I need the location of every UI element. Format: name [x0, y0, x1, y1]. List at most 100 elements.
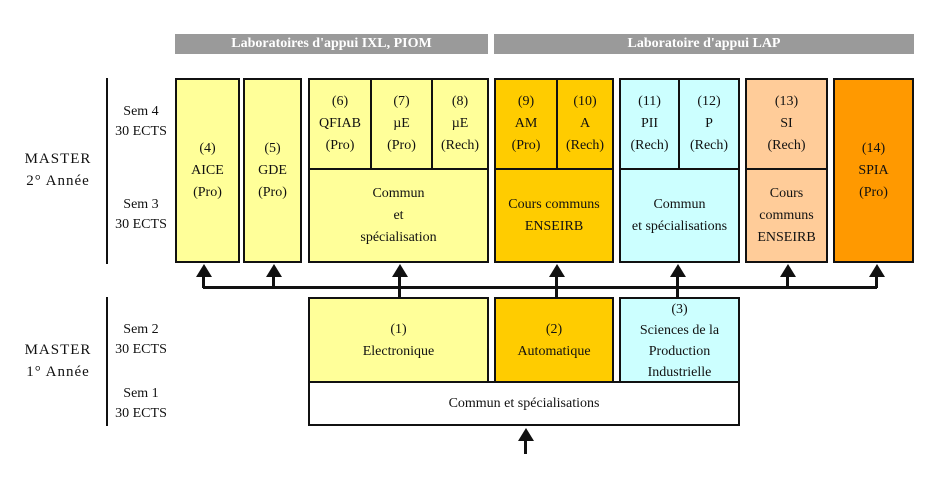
box-5-gde: (5) GDE (Pro)	[243, 78, 302, 263]
box-8-number: (8)	[451, 94, 469, 109]
sem4-text: Sem 4	[123, 104, 159, 119]
connector-bus	[203, 286, 877, 289]
connector-stem-right	[875, 276, 878, 288]
box-14-type: (Pro)	[859, 184, 888, 200]
box-6-number: (6)	[331, 94, 349, 109]
box-6-name: QFIAB	[318, 116, 361, 131]
entry-arrow-stem	[524, 440, 527, 454]
box-3-line2: Production	[648, 344, 711, 359]
box-11-name: PII	[640, 116, 659, 131]
box-10-number: (10)	[573, 94, 597, 109]
box-7-micro-e: (7) µE (Pro)	[370, 78, 433, 170]
sem4-ects: 30 ECTS	[115, 124, 167, 139]
sem2-label: Sem 2 30 ECTS	[108, 320, 174, 360]
box-8-type: (Rech)	[440, 138, 480, 153]
arrow-up-icon	[549, 264, 565, 277]
box-2-automatique: (2) Automatique	[494, 297, 614, 383]
sem1-common-text: Commun et spécialisations	[448, 395, 600, 411]
box-13-number: (13)	[774, 94, 799, 109]
box-10-type: (Rech)	[565, 138, 605, 153]
box-14-number: (14)	[861, 140, 886, 156]
sem2-ects: 30 ECTS	[115, 342, 167, 357]
box-11-number: (11)	[638, 94, 661, 109]
cours-b-line2: communs	[759, 207, 814, 223]
box-2-number: (2)	[545, 322, 563, 337]
arrow-up-icon	[869, 264, 885, 277]
commun-line1: Commun	[372, 185, 425, 201]
arrow-up-icon	[266, 264, 282, 277]
box-14-name: SPIA	[858, 162, 889, 178]
box-13-type: (Rech)	[767, 138, 806, 153]
connector-stem-left	[202, 276, 205, 288]
sem1-ects: 30 ECTS	[115, 406, 167, 421]
connector-stem-si	[786, 276, 789, 288]
box-6-type: (Pro)	[325, 138, 355, 153]
commun-line2: et	[393, 207, 404, 223]
box-1-electronique: (1) Electronique	[308, 297, 489, 383]
box-7-type: (Pro)	[387, 138, 416, 153]
box-9-type: (Pro)	[511, 138, 541, 153]
connector-stem-mid	[398, 276, 401, 298]
box-4-number: (4)	[199, 140, 216, 156]
box-11-pii: (11) PII (Rech)	[619, 78, 680, 170]
arrow-up-icon	[780, 264, 796, 277]
connector-stem-gde	[272, 276, 275, 288]
master1-label: MASTER 1° Année	[10, 339, 106, 383]
box-11-type: (Rech)	[630, 138, 669, 153]
box-7-number: (7)	[393, 94, 410, 109]
box-10-name: A	[579, 116, 591, 131]
sem1-text: Sem 1	[123, 386, 159, 401]
box-6-qfiab: (6) QFIAB (Pro)	[308, 78, 372, 170]
box-4-aice: (4) AICE (Pro)	[175, 78, 240, 263]
box-5-number: (5)	[264, 140, 281, 156]
box-8-micro-e-rech: (8) µE (Rech)	[431, 78, 489, 170]
box-12-p: (12) P (Rech)	[678, 78, 740, 170]
master1-divider	[106, 297, 108, 426]
box-5-type: (Pro)	[258, 184, 287, 200]
box-1-name: Electronique	[362, 344, 435, 359]
box-13-si: (13) SI (Rech)	[745, 78, 828, 170]
box-12-type: (Rech)	[689, 138, 729, 153]
arrow-up-icon	[518, 428, 534, 441]
sem4-label: Sem 4 30 ECTS	[108, 102, 174, 142]
box-sem1-commun: Commun et spécialisations	[308, 381, 740, 426]
sem2-text: Sem 2	[123, 322, 159, 337]
master2-label: MASTER 2° Année	[10, 148, 106, 192]
cours-a-line1: Cours communs	[508, 196, 600, 212]
box-4-name: AICE	[191, 162, 224, 178]
sem3-text: Sem 3	[123, 197, 159, 212]
arrow-up-icon	[392, 264, 408, 277]
commun-c-line1: Commun	[653, 196, 706, 212]
box-1-number: (1)	[390, 322, 407, 337]
box-2-name: Automatique	[517, 344, 591, 359]
box-3-line3: Industrielle	[647, 365, 712, 380]
box-9-name: AM	[514, 116, 538, 131]
box-commun-specialisations: Commun et spécialisations	[619, 168, 740, 263]
connector-stem-spi	[676, 276, 679, 298]
banner-lap: Laboratoire d'appui LAP	[494, 34, 914, 54]
cours-b-line1: Cours	[769, 185, 804, 201]
box-14-spia: (14) SPIA (Pro)	[833, 78, 914, 263]
master1-year: 1° Année	[26, 364, 90, 380]
box-9-number: (9)	[517, 94, 535, 109]
arrow-up-icon	[196, 264, 212, 277]
box-5-name: GDE	[258, 162, 287, 178]
box-8-name: µE	[451, 116, 469, 131]
box-3-line1: Sciences de la	[639, 323, 720, 338]
master1-title: MASTER	[24, 342, 92, 358]
commun-c-line2: et spécialisations	[631, 218, 728, 234]
commun-line3: spécialisation	[360, 229, 437, 245]
box-4-type: (Pro)	[193, 184, 222, 200]
sem1-label: Sem 1 30 ECTS	[108, 384, 174, 424]
box-12-name: P	[705, 116, 713, 131]
box-7-name: µE	[393, 116, 410, 131]
box-cours-communs-enseirb: Cours communs ENSEIRB	[494, 168, 614, 263]
master2-divider	[106, 78, 108, 264]
box-cours-communs-enseirb-si: Cours communs ENSEIRB	[745, 168, 828, 263]
sem3-ects: 30 ECTS	[115, 217, 167, 232]
box-3-number: (3)	[671, 302, 688, 317]
box-3-spi: (3) Sciences de la Production Industriel…	[619, 297, 740, 383]
box-commun-specialisation: Commun et spécialisation	[308, 168, 489, 263]
cours-a-line2: ENSEIRB	[524, 218, 584, 234]
arrow-up-icon	[670, 264, 686, 277]
